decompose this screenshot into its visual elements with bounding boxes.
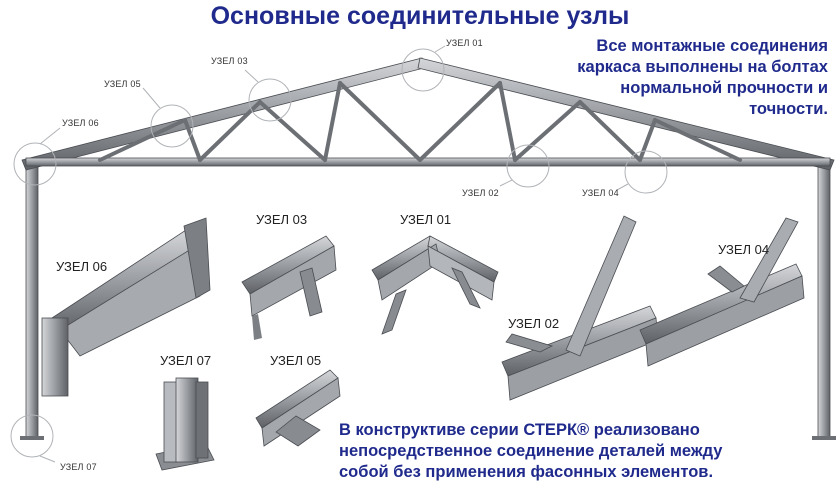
detail-label-03: УЗЕЛ 03 [256,212,308,227]
bottom-note-line: непосредственное соединение деталей межд… [339,442,723,460]
node-circle-07 [10,414,54,458]
left-column [25,161,39,439]
right-column [817,161,831,439]
callout-node-04: УЗЕЛ 04 [582,188,619,198]
detail-label-01: УЗЕЛ 01 [400,212,452,227]
detail-node-04 [639,217,805,367]
detail-node-02 [501,215,659,401]
page-title: Основные соединительные узлы [210,2,630,30]
node-markers [10,45,668,463]
node-circle-05 [150,104,194,148]
portal-frame [20,57,836,440]
top-note-line: точности. [749,100,828,118]
top-note-line: Все монтажные соединения [596,37,828,55]
callout-node-07: УЗЕЛ 07 [60,462,97,472]
callout-node-01: УЗЕЛ 01 [446,38,483,48]
detail-label-02: УЗЕЛ 02 [508,316,560,331]
node-circle-04 [624,150,668,194]
detail-label-05: УЗЕЛ 05 [270,353,322,368]
detail-label-06: УЗЕЛ 06 [56,259,108,274]
detail-label-07: УЗЕЛ 07 [160,353,212,368]
detail-node-01 [371,235,499,335]
top-note: Все монтажные соединения каркаса выполне… [508,36,828,120]
callout-node-05: УЗЕЛ 05 [104,79,141,89]
right-base [812,436,836,440]
detail-label-04: УЗЕЛ 04 [718,242,770,257]
detail-node-03 [241,235,337,340]
detail-node-07 [155,377,215,471]
bottom-note-line: В конструктиве серии СТЕРК® реализовано [339,421,700,439]
node-circle-01 [401,48,445,92]
callout-node-06: УЗЕЛ 06 [62,118,99,128]
top-chord-left [21,57,425,171]
callout-node-03: УЗЕЛ 03 [211,56,248,66]
bottom-note: В конструктиве серии СТЕРК® реализовано … [339,420,809,483]
callout-node-02: УЗЕЛ 02 [462,188,499,198]
top-note-line: нормальной прочности и [620,79,828,97]
left-base [20,436,44,440]
top-chord-right [417,57,835,171]
node-circle-03 [248,78,292,122]
node-circle-02 [506,144,550,188]
detail-node-05 [255,369,341,447]
bottom-note-line: собой без применения фасонных элементов. [339,463,714,481]
truss-web [98,81,742,162]
top-note-line: каркаса выполнены на болтах [577,58,828,76]
detail-node-06 [41,217,211,397]
bottom-chord [25,157,831,167]
node-circle-06 [13,142,57,186]
